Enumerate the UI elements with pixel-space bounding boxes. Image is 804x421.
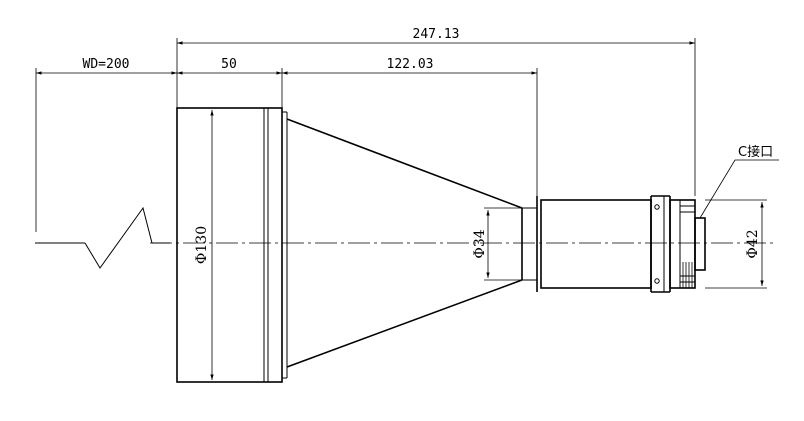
rear-body xyxy=(540,195,671,293)
lens-neck xyxy=(521,196,542,292)
dim-label-dia-mid: Φ34 xyxy=(472,229,488,258)
mount-leader-line xyxy=(699,159,779,219)
dim-label-dia-front: Φ130 xyxy=(194,226,210,264)
c-mount xyxy=(669,199,706,289)
dim-label-wd: WD=200 xyxy=(83,57,130,72)
front-barrel xyxy=(176,107,288,383)
dim-label-taper: 122.03 xyxy=(387,57,434,72)
taper-cone xyxy=(286,118,523,368)
dim-label-overall: 247.13 xyxy=(413,27,460,42)
dim-label-dia-rear: Φ42 xyxy=(745,229,761,258)
break-symbol xyxy=(84,206,170,269)
dim-label-front: 50 xyxy=(221,57,237,72)
mount-label: C接口 xyxy=(738,144,773,160)
